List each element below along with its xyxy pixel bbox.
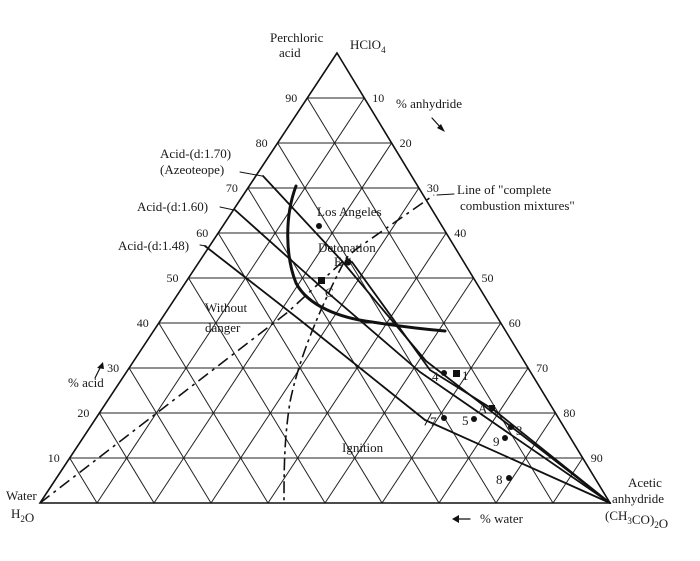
arrow-anhydride-icon <box>431 117 445 132</box>
top-vertex-name-1: Perchloric <box>270 30 324 45</box>
grid-line <box>552 457 584 504</box>
axis-label-water: % water <box>480 511 524 526</box>
left-tick-80: 80 <box>256 136 268 150</box>
region-los-angeles: Los Angeles <box>317 204 382 219</box>
left-vertex-formula: H2O <box>11 506 34 525</box>
right-tick-60: 60 <box>509 316 521 330</box>
leader-point-7 <box>424 413 432 426</box>
point-5-marker <box>471 416 477 422</box>
ignition-boundary <box>283 261 345 504</box>
right-vertex-name-2: anhydride <box>612 491 664 506</box>
explosion-limit-line <box>351 261 611 504</box>
point-label-4: 4 <box>432 369 439 384</box>
grid-line <box>324 277 474 504</box>
point-los-angeles-marker <box>316 223 322 229</box>
right-vertex-name-1: Acetic <box>628 475 662 490</box>
left-tick-20: 20 <box>77 406 89 420</box>
label-acid-148: Acid-(d:1.48) <box>118 238 189 253</box>
point-e-marker <box>344 258 352 266</box>
leader-combustion <box>436 193 455 196</box>
leader-acid-148 <box>199 244 207 247</box>
region-detonation: Detonation <box>318 240 376 255</box>
point-label-c: C <box>325 285 334 300</box>
left-tick-10: 10 <box>48 451 60 465</box>
leader-acid-160 <box>219 206 235 211</box>
acid-148-line <box>204 245 611 504</box>
point-9-marker <box>502 435 508 441</box>
grid-line <box>69 457 98 504</box>
top-vertex-name-2: acid <box>279 45 301 60</box>
point-label-e: E <box>334 254 342 269</box>
leader-acid-170 <box>239 171 263 177</box>
axis-label-anhydride: % anhydride <box>396 96 462 111</box>
acid-170-line <box>262 175 611 504</box>
point-label-3: 3 <box>516 423 523 438</box>
triangle-frame <box>38 51 612 504</box>
left-tick-30: 30 <box>107 361 119 375</box>
top-vertex-formula: HClO4 <box>350 37 386 55</box>
right-tick-30: 30 <box>427 181 439 195</box>
point-3-marker <box>508 424 514 430</box>
left-tick-70: 70 <box>226 181 238 195</box>
point-7-marker <box>441 415 447 421</box>
point-label-5: 5 <box>462 413 469 428</box>
left-tick-50: 50 <box>167 271 179 285</box>
point-4-marker <box>441 370 447 376</box>
label-acid-170-1: Acid-(d:1.70) <box>160 146 231 161</box>
right-tick-labels: 10 20 30 40 50 60 70 80 90 <box>372 91 602 465</box>
right-tick-80: 80 <box>563 406 575 420</box>
grid-line <box>247 187 440 504</box>
left-tick-40: 40 <box>137 316 149 330</box>
right-tick-90: 90 <box>591 451 603 465</box>
grid-line <box>188 277 326 504</box>
right-tick-40: 40 <box>454 226 466 240</box>
label-combustion-2: combustion mixtures" <box>460 198 575 213</box>
detonation-boundary <box>286 184 447 333</box>
triangular-grid <box>69 97 584 504</box>
data-points: × <box>316 223 514 481</box>
label-acid-160: Acid-(d:1.60) <box>137 199 208 214</box>
arrow-water-icon <box>452 515 471 523</box>
region-ignition: Ignition <box>342 440 384 455</box>
left-vertex-name: Water <box>6 488 37 503</box>
grid-line <box>96 97 365 504</box>
point-label-1: 1 <box>462 368 469 383</box>
axis-label-acid: % acid <box>68 375 104 390</box>
grid-line <box>210 187 420 504</box>
point-e-cross: × <box>344 254 352 269</box>
right-tick-10: 10 <box>372 91 384 105</box>
point-label-8: 8 <box>496 472 503 487</box>
right-vertex-formula: (CH3CO)2O <box>605 508 668 531</box>
point-label-a: A <box>478 401 488 416</box>
point-c-marker <box>318 277 325 284</box>
grid-line <box>438 367 529 504</box>
label-combustion-1: Line of "complete <box>457 182 551 197</box>
region-without-danger-2: danger <box>205 320 241 335</box>
left-tick-90: 90 <box>285 91 297 105</box>
right-tick-70: 70 <box>536 361 548 375</box>
acid-160-line <box>234 209 611 504</box>
point-label-9: 9 <box>493 434 500 449</box>
region-without-danger-1: Without <box>205 300 247 315</box>
grid-line <box>128 367 212 504</box>
point-1-marker <box>453 370 460 377</box>
point-a-marker <box>489 405 495 411</box>
label-acid-170-2: (Azeoteope) <box>160 162 224 177</box>
left-tick-labels: 10 20 30 40 50 60 70 80 90 <box>48 91 298 465</box>
point-8-marker <box>506 475 512 481</box>
right-tick-50: 50 <box>482 271 494 285</box>
point-label-7: 7 <box>430 414 437 429</box>
left-tick-60: 60 <box>196 226 208 240</box>
right-tick-20: 20 <box>400 136 412 150</box>
arrow-acid-icon <box>94 362 104 379</box>
